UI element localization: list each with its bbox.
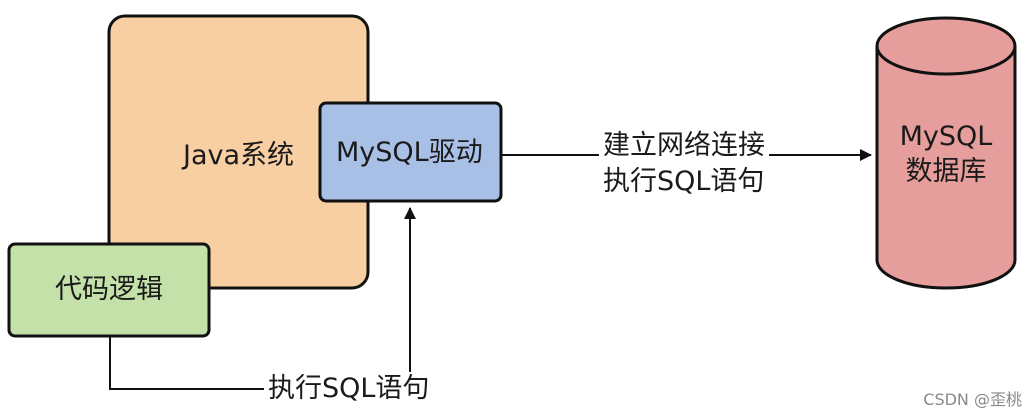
edge-code-to-driver-label: 执行SQL语句 xyxy=(264,372,434,406)
database-label-line1: MySQL xyxy=(899,121,993,152)
database-label-line2: 数据库 xyxy=(905,156,987,187)
edge-driver-to-database-label-line2: 执行SQL语句 xyxy=(603,166,765,197)
code-logic-label: 代码逻辑 xyxy=(55,274,163,305)
database-cylinder xyxy=(875,16,1017,290)
edge-code-to-driver xyxy=(109,207,416,390)
watermark: CSDN @歪桃 xyxy=(923,390,1022,409)
edge-driver-to-database-label-line1: 建立网络连接 xyxy=(599,129,769,163)
mysql-driver-label: MySQL驱动 xyxy=(336,137,483,168)
mysql-driver-box xyxy=(318,101,503,203)
java-system-label: Java系统 xyxy=(183,140,295,171)
